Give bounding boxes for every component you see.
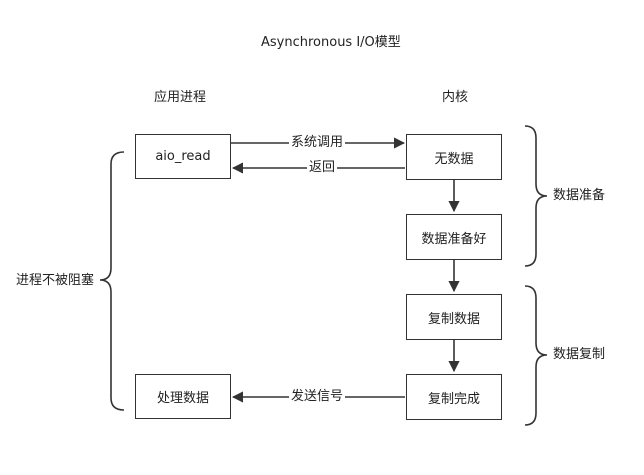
not-blocked-brace: [99, 151, 125, 411]
data-ready-box: 数据准备好: [406, 214, 502, 260]
kernel-header: 内核: [442, 90, 469, 105]
diagram-title: Asynchronous I/O模型: [261, 35, 401, 50]
not-blocked-label: 进程不被阻塞: [16, 273, 95, 288]
copy-done-box: 复制完成: [406, 374, 502, 420]
copy-data-box: 复制数据: [406, 294, 502, 340]
data-prepare-brace: [524, 125, 548, 267]
data-copy-brace: [524, 285, 548, 426]
no-data-box: 无数据: [406, 134, 502, 180]
send-signal-label: 发送信号: [289, 389, 346, 404]
return-label: 返回: [307, 160, 338, 175]
syscall-label: 系统调用: [289, 135, 346, 150]
process-data-box: 处理数据: [135, 374, 231, 419]
app-process-header: 应用进程: [154, 90, 207, 105]
data-copy-label: 数据复制: [553, 347, 606, 362]
data-prepare-label: 数据准备: [553, 188, 606, 203]
aio-read-box: aio_read: [135, 134, 231, 179]
